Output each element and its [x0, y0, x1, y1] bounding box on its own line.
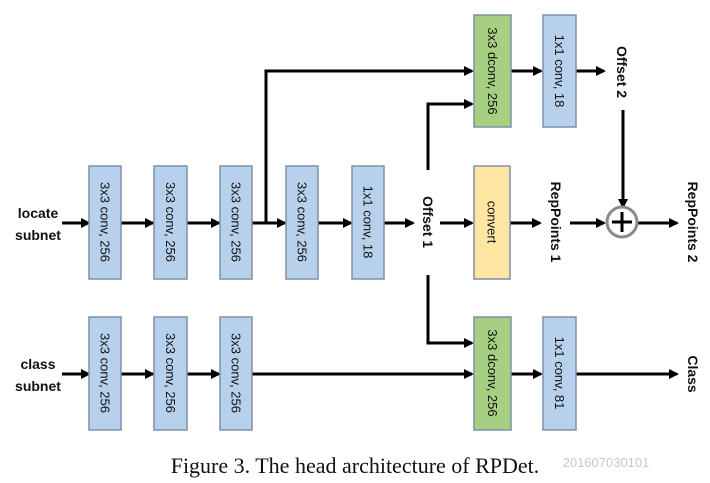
- bottom-dconv-block: [473, 316, 512, 431]
- class-conv-2-label: 3x3 conv, 256: [163, 333, 178, 413]
- locate-conv-5: [351, 165, 385, 280]
- offset2-label: Offset 2: [614, 46, 630, 98]
- row-label-line: class: [20, 356, 55, 372]
- row-label-line: locate: [18, 205, 59, 221]
- locate-conv-3: [219, 165, 253, 280]
- class-conv-2: [153, 316, 188, 431]
- plus-node: [605, 205, 639, 239]
- offset1-label: Offset 1: [420, 196, 436, 248]
- convert-block: [473, 165, 511, 280]
- class-subnet-label: class subnet: [15, 356, 61, 394]
- reppoints1-label: RepPoints 1: [548, 182, 564, 263]
- row-labels: locate subnet class subnet: [15, 205, 61, 394]
- class-conv-3-label: 3x3 conv, 256: [229, 333, 244, 413]
- locate-conv-2-label: 3x3 conv, 256: [163, 182, 178, 262]
- block-texts: 3x3 conv, 256 3x3 conv, 256 3x3 conv, 25…: [98, 27, 568, 416]
- bottom-dconv-label: 3x3 dconv, 256: [485, 329, 500, 416]
- top-dconv-label: 3x3 dconv, 256: [485, 27, 500, 114]
- bottom-conv81-block: [542, 316, 577, 431]
- bottom-conv81-label: 1x1 conv, 81: [552, 337, 567, 410]
- class-conv-1-label: 3x3 conv, 256: [98, 333, 113, 413]
- locate-conv-4: [285, 165, 319, 280]
- blocks: [88, 14, 577, 431]
- connections: [62, 66, 679, 379]
- class-conv-3: [219, 316, 253, 431]
- arrow-offset1-to-bottom-dconv: [426, 275, 474, 348]
- locate-conv-3-label: 3x3 conv, 256: [229, 182, 244, 262]
- top-conv18-block: [542, 14, 577, 128]
- locate-conv-1-label: 3x3 conv, 256: [98, 182, 113, 262]
- arrow-branch-to-top-dconv: [264, 66, 474, 223]
- convert-label: convert: [485, 201, 500, 244]
- top-dconv-block: [473, 14, 512, 128]
- row-label-line: subnet: [15, 378, 61, 394]
- figure-caption: Figure 3. The head architecture of RPDet…: [171, 453, 540, 478]
- locate-conv-1: [88, 165, 122, 280]
- class-conv-1: [88, 316, 122, 431]
- locate-subnet-label: locate subnet: [15, 205, 61, 243]
- class-output-label: Class: [685, 355, 701, 393]
- output-labels: Offset 1 Offset 2 RepPoints 1 RepPoints …: [420, 46, 701, 393]
- reppoints2-label: RepPoints 2: [685, 182, 701, 263]
- locate-conv-5-label: 1x1 conv, 18: [361, 186, 376, 259]
- locate-conv-4-label: 3x3 conv, 256: [295, 182, 310, 262]
- locate-conv-2: [153, 165, 188, 280]
- arrow-offset1-to-top-dconv: [426, 99, 474, 170]
- top-conv18-label: 1x1 conv, 18: [552, 35, 567, 108]
- watermark: 201607030101: [563, 455, 650, 470]
- row-label-line: subnet: [15, 227, 61, 243]
